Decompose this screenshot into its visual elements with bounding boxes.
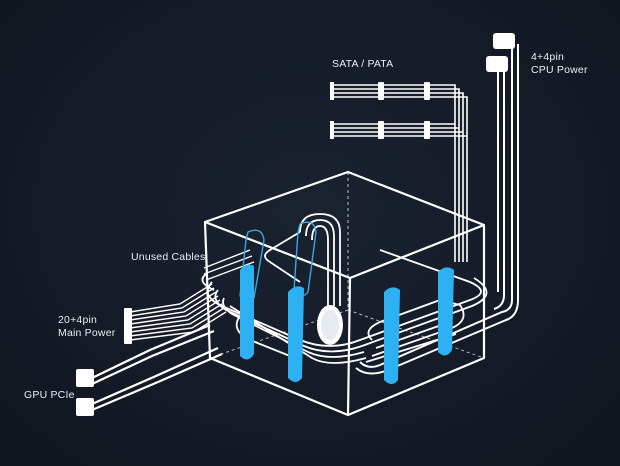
label-sata: SATA / PATA <box>332 58 394 70</box>
label-gpu-pcie: GPU PCIe <box>24 389 75 401</box>
cable-ring <box>317 305 343 345</box>
sata-connectors <box>330 82 430 139</box>
sata-cable <box>334 84 468 262</box>
label-cpu-line2: CPU Power <box>531 64 588 76</box>
gpu-connectors <box>76 369 94 416</box>
label-cpu-line1: 4+4pin <box>531 51 565 63</box>
cable-ties <box>240 264 454 384</box>
gpu-pcie-cable <box>91 323 223 412</box>
cpu-connectors <box>486 33 515 72</box>
main-power-connector <box>124 308 132 344</box>
cpu-power-cable <box>355 44 519 375</box>
label-unused-cables: Unused Cables <box>131 251 206 263</box>
label-main-line2: Main Power <box>58 327 116 339</box>
label-main-line1: 20+4pin <box>58 314 98 326</box>
